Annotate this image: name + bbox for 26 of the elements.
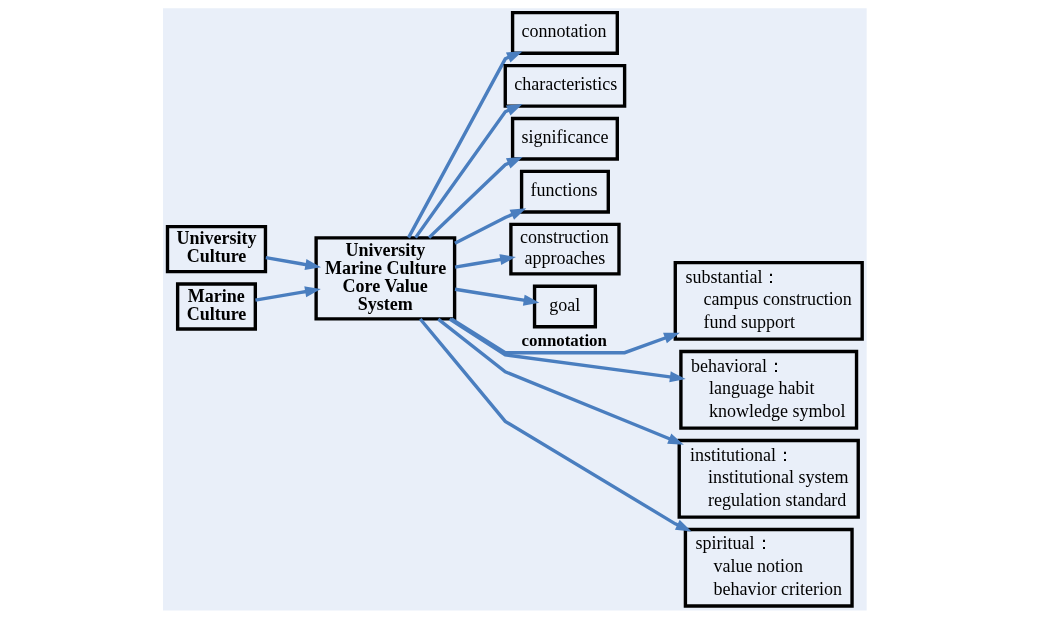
arrow	[255, 286, 321, 302]
node-box: University Culture	[165, 224, 268, 274]
arrow	[414, 104, 523, 239]
node-box: Marine Culture	[175, 282, 257, 331]
node-box: functions	[519, 169, 610, 214]
arrow	[450, 317, 680, 355]
edge-label: connotation	[521, 330, 607, 350]
arrow	[427, 157, 523, 239]
node-box: institutional： institutional system regulation standard	[677, 438, 860, 519]
arrow	[265, 255, 322, 270]
arrow	[454, 254, 516, 269]
arrow	[454, 208, 527, 245]
node-box: construction approaches	[509, 222, 621, 276]
node-box: behavioral： language habit knowledge symbol	[679, 349, 859, 430]
arrow	[448, 317, 686, 383]
arrow	[437, 317, 684, 445]
arrow	[407, 51, 523, 239]
arrow	[418, 317, 692, 532]
node-box: connotation	[510, 11, 619, 55]
node-box: spiritual： value notion behavior criterion	[683, 527, 854, 608]
node-box: substantial： campus construction fund support	[673, 260, 864, 341]
node-box: University Marine Culture Core Value System	[314, 236, 457, 321]
node-box: characteristics	[503, 63, 627, 108]
node-box: goal	[532, 284, 598, 329]
node-box: significance	[510, 116, 619, 161]
arrow	[454, 287, 540, 306]
